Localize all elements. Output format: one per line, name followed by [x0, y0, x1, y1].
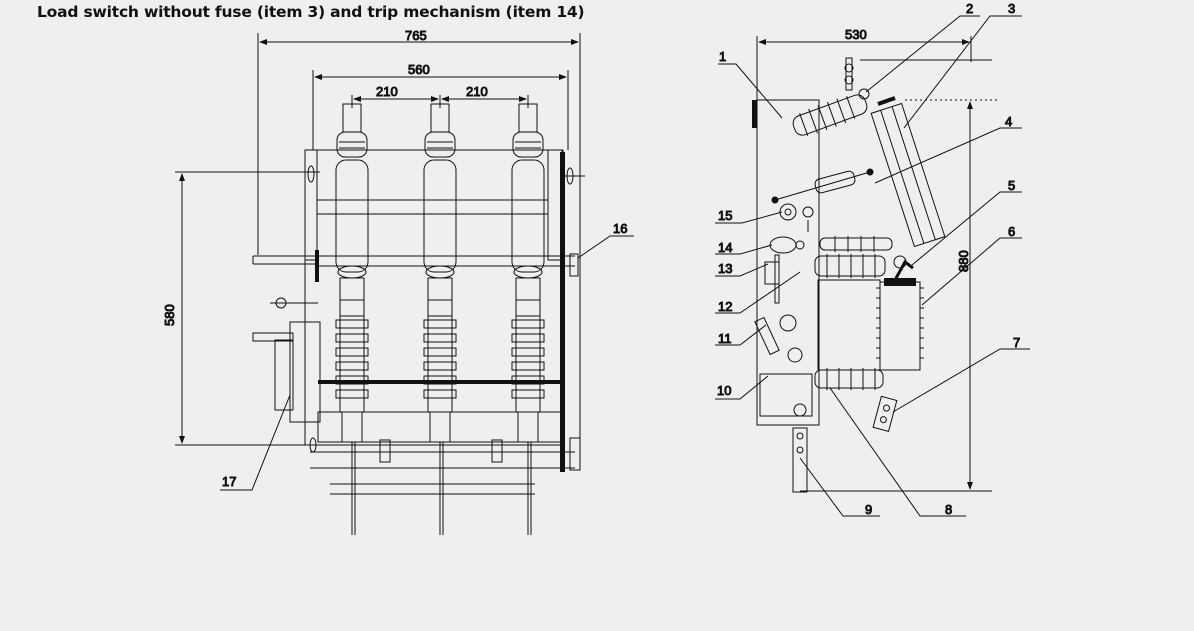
dim-765: 765: [257, 28, 581, 455]
base-block-10: [759, 373, 813, 417]
callout-9-label: 9: [865, 502, 872, 517]
callout-5: 5: [911, 178, 1022, 266]
switch-blade: [870, 102, 946, 248]
front-view: 765 560 210 210 580: [162, 28, 634, 535]
callout-1: 1: [718, 49, 783, 119]
callout-12-label: 12: [718, 299, 732, 314]
callout-5-label: 5: [1008, 178, 1015, 193]
side-bracket: [792, 427, 808, 493]
trip-lever-11: [754, 316, 780, 356]
callout-8-label: 8: [945, 502, 952, 517]
dim-880: 880: [800, 59, 1000, 492]
lower-contact-7: [872, 395, 898, 433]
pivot-15: [779, 203, 797, 221]
right-thick-bar: [560, 152, 565, 472]
callout-7-label: 7: [1013, 335, 1020, 350]
callout-6: 6: [921, 224, 1022, 306]
callout-10-label: 10: [717, 383, 731, 398]
dim-580: 580: [162, 171, 320, 446]
callout-8: 8: [829, 387, 966, 518]
lower-base: [317, 411, 564, 443]
link-rod: [771, 168, 874, 204]
middle-insulator: [814, 254, 886, 278]
callout-12: 12: [715, 271, 801, 315]
callout-4-label: 4: [1005, 114, 1012, 129]
callout-3-label: 3: [1008, 1, 1015, 16]
callout-17: 17: [220, 394, 291, 491]
front-frame: [304, 149, 564, 446]
dim-880-label: 880: [956, 250, 971, 272]
lower-insulator-8: [814, 368, 884, 390]
callout-17-label: 17: [222, 474, 236, 489]
pole-left: [335, 103, 369, 443]
front-frame-side-right: [547, 149, 563, 261]
side-body: [756, 99, 820, 426]
pole-right: [511, 103, 545, 443]
side-view: 530 880: [715, 1, 1030, 518]
callout-14: 14: [715, 240, 773, 256]
dim-560-label: 560: [408, 62, 430, 77]
callout-1-label: 1: [719, 49, 726, 64]
callout-13: 13: [715, 261, 769, 277]
callout-10: 10: [715, 375, 769, 400]
upper-rail: [316, 199, 549, 215]
upper-insulator: [792, 94, 868, 137]
dim-560: 560: [312, 62, 569, 150]
dim-580-label: 580: [162, 304, 177, 326]
callout-16-label: 16: [613, 221, 627, 236]
callout-15: 15: [715, 208, 783, 224]
mount-slot-left: [307, 165, 315, 183]
callout-3: 3: [903, 1, 1022, 129]
callout-16: 16: [577, 221, 634, 259]
callout-15-label: 15: [718, 208, 732, 223]
callout-4: 4: [874, 114, 1022, 184]
left-thick-bar: [315, 250, 319, 282]
callout-11: 11: [715, 324, 767, 347]
dim-210-pair: 210 210: [351, 84, 529, 108]
upper-terminal: [845, 57, 853, 91]
callout-6-label: 6: [1008, 224, 1015, 239]
trip-mechanism-14: [769, 236, 797, 254]
callout-2-label: 2: [966, 1, 973, 16]
dim-530-label: 530: [845, 27, 867, 42]
callout-7: 7: [892, 335, 1030, 413]
callout-9: 9: [799, 457, 880, 518]
center-chamber: [817, 279, 881, 371]
pole-middle: [423, 103, 457, 443]
callout-13-label: 13: [718, 261, 732, 276]
vertical-insulator-6: [876, 278, 924, 371]
callout-11-label: 11: [718, 331, 732, 346]
dim-210-left-label: 210: [376, 84, 398, 99]
diagram-title: Load switch without fuse (item 3) and tr…: [37, 3, 585, 21]
callout-2: 2: [865, 1, 980, 93]
callout-14-label: 14: [718, 240, 732, 255]
dim-210-right-label: 210: [466, 84, 488, 99]
dim-765-label: 765: [405, 28, 427, 43]
dim-530: 530: [756, 27, 972, 100]
